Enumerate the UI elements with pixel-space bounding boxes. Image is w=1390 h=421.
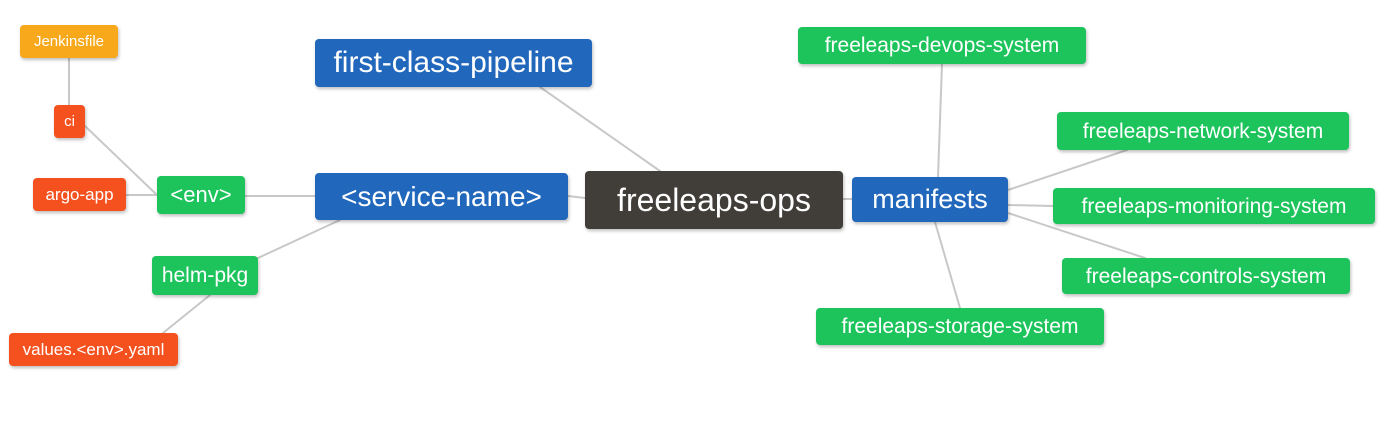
edge-values-env-yaml-to-helm-pkg [162,294,211,334]
node-label-freeleaps-devops-system: freeleaps-devops-system [824,34,1060,57]
edge-service-name-to-freeleaps-ops [567,195,586,199]
node-label-manifests: manifests [872,184,988,214]
node-label-freeleaps-monitoring-system: freeleaps-monitoring-system [1081,194,1347,218]
node-freeleaps-monitoring-system[interactable]: freeleaps-monitoring-system [1053,188,1375,224]
node-values-env-yaml[interactable]: values.<env>.yaml [9,333,178,366]
node-freeleaps-network-system[interactable]: freeleaps-network-system [1057,112,1349,150]
node-first-class-pipeline[interactable]: first-class-pipeline [315,39,592,87]
node-freeleaps-devops-system[interactable]: freeleaps-devops-system [798,27,1086,64]
node-label-jenkinsfile: Jenkinsfile [33,33,105,50]
node-label-freeleaps-controls-system: freeleaps-controls-system [1085,264,1327,288]
node-label-helm-pkg: helm-pkg [161,264,249,287]
node-manifests[interactable]: manifests [852,177,1008,222]
node-argo-app[interactable]: argo-app [33,178,126,211]
node-label-freeleaps-ops: freeleaps-ops [617,182,811,218]
node-label-ci: ci [64,113,75,130]
node-freeleaps-ops[interactable]: freeleaps-ops [585,171,843,229]
node-label-service-name: <service-name> [341,180,542,212]
node-label-freeleaps-storage-system: freeleaps-storage-system [841,315,1079,338]
node-freeleaps-storage-system[interactable]: freeleaps-storage-system [816,308,1104,345]
node-label-first-class-pipeline: first-class-pipeline [333,46,574,79]
node-label-argo-app: argo-app [45,185,114,204]
node-label-env: <env> [170,182,232,207]
node-freeleaps-controls-system[interactable]: freeleaps-controls-system [1062,258,1350,294]
node-label-values-env-yaml: values.<env>.yaml [22,340,165,359]
edge-manifests-to-freeleaps-monitoring-system [1007,204,1054,207]
edge-helm-pkg-to-service-name [257,219,341,259]
edge-manifests-to-freeleaps-storage-system [934,221,961,309]
edge-first-class-pipeline-to-freeleaps-ops [539,86,661,172]
node-ci[interactable]: ci [54,105,85,138]
edge-manifests-to-freeleaps-devops-system [937,63,943,178]
node-service-name[interactable]: <service-name> [315,173,568,220]
node-env[interactable]: <env> [157,176,245,214]
node-label-freeleaps-network-system: freeleaps-network-system [1082,119,1324,143]
edge-manifests-to-freeleaps-network-system [1007,149,1128,191]
node-jenkinsfile[interactable]: Jenkinsfile [20,25,118,58]
node-helm-pkg[interactable]: helm-pkg [152,256,258,295]
